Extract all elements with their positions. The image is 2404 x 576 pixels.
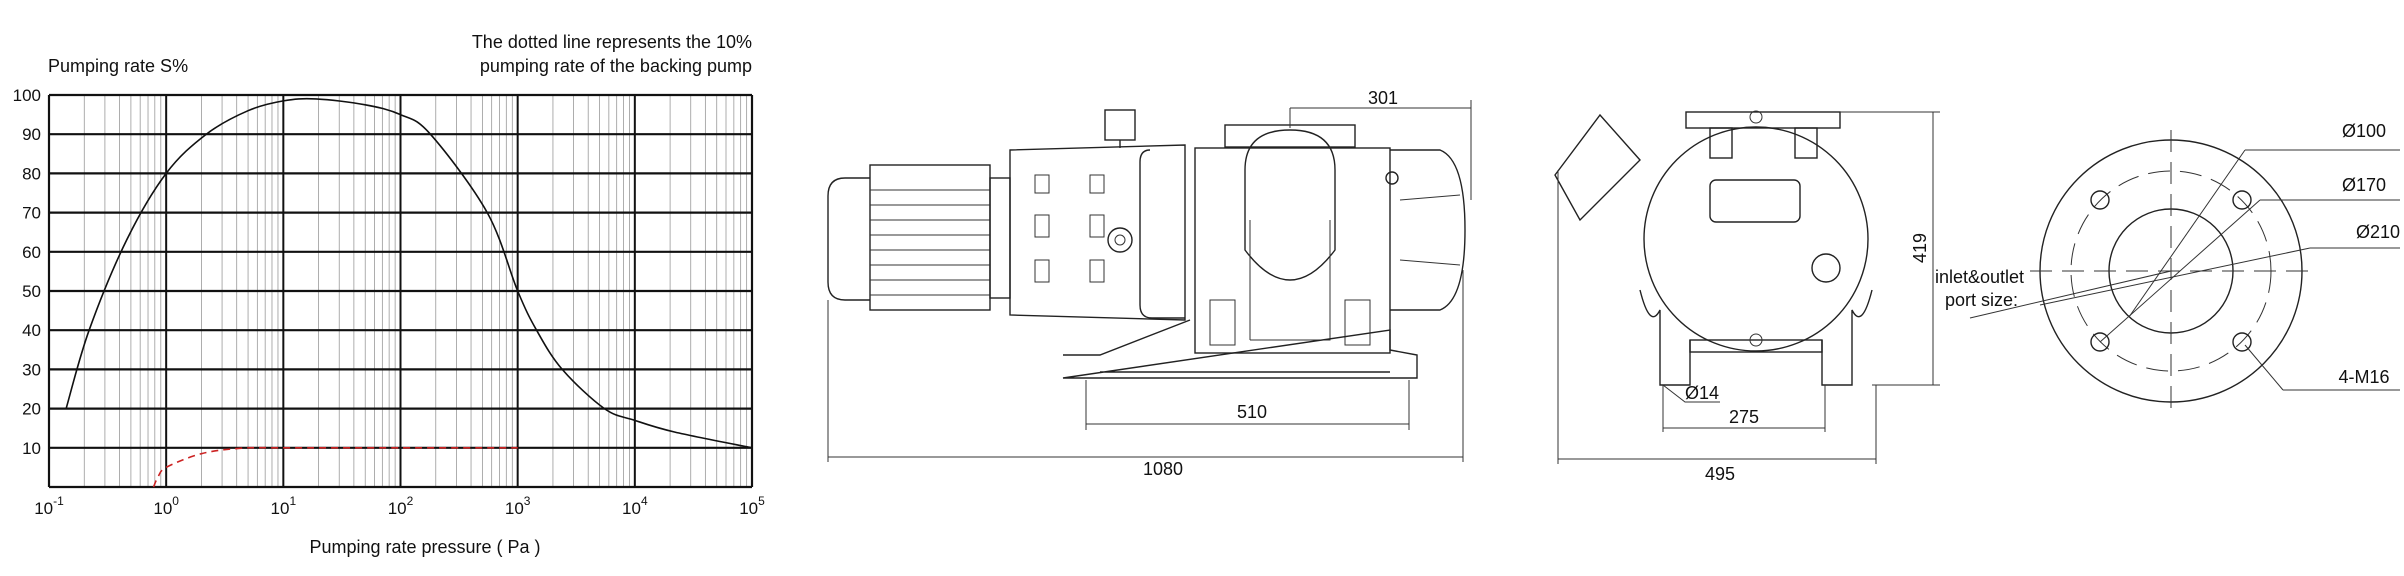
y-tick-label: 60 — [22, 243, 41, 262]
pump-end-cover — [1385, 149, 1466, 311]
pumping-rate-chart: Pumping rate S% The dotted line represen… — [13, 32, 765, 557]
front-view — [1554, 110, 1873, 386]
pump-housing — [1194, 124, 1391, 354]
x-axis-title: Pumping rate pressure ( Pa ) — [309, 537, 540, 557]
dim-foot-hole: Ø14 — [1685, 383, 1719, 403]
base-frame — [1062, 319, 1418, 379]
port-label-line-2: port size: — [1945, 290, 2018, 310]
x-tick-label: 10-1 — [34, 494, 64, 518]
y-tick-label: 30 — [22, 360, 41, 379]
dim-outer-dia: Ø210 — [2356, 222, 2400, 242]
gearbox — [1009, 109, 1186, 321]
motor — [827, 164, 1011, 311]
dim-overall-length: 1080 — [1143, 459, 1183, 479]
flange-view — [1969, 130, 2400, 412]
dim-bolt-circle: Ø170 — [2342, 175, 2386, 195]
dim-bolts: 4-M16 — [2338, 367, 2389, 387]
x-tick-label: 102 — [388, 494, 414, 518]
y-tick-label: 10 — [22, 439, 41, 458]
x-tick-label: 101 — [271, 494, 297, 518]
port-label-line-1: inlet&outlet — [1935, 267, 2024, 287]
dim-base-hole-spacing: 510 — [1237, 402, 1267, 422]
chart-note-line-1: The dotted line represents the 10% — [472, 32, 752, 52]
y-tick-label: 80 — [22, 164, 41, 183]
chart-note-line-2: pumping rate of the backing pump — [480, 56, 752, 76]
side-view-dimensions — [827, 100, 1472, 462]
y-axis-title: Pumping rate S% — [48, 56, 188, 76]
y-tick-label: 20 — [22, 400, 41, 419]
backing-pump-series-line — [152, 446, 518, 488]
dim-overall-width: 495 — [1705, 464, 1735, 484]
dim-height: 419 — [1910, 233, 1930, 263]
dim-inner-dia: Ø100 — [2342, 121, 2386, 141]
y-tick-label: 100 — [13, 86, 41, 105]
x-tick-label: 103 — [505, 494, 531, 518]
x-tick-label: 105 — [739, 494, 765, 518]
y-tick-label: 70 — [22, 204, 41, 223]
dim-flange-offset: 301 — [1368, 88, 1398, 108]
y-tick-label: 50 — [22, 282, 41, 301]
y-tick-label: 90 — [22, 125, 41, 144]
dim-foot-spacing: 275 — [1729, 407, 1759, 427]
y-tick-label: 40 — [22, 321, 41, 340]
x-tick-label: 104 — [622, 494, 648, 518]
x-tick-label: 100 — [153, 494, 179, 518]
front-view-dimensions — [1557, 111, 1940, 464]
pumping-rate-series-line — [65, 97, 753, 449]
